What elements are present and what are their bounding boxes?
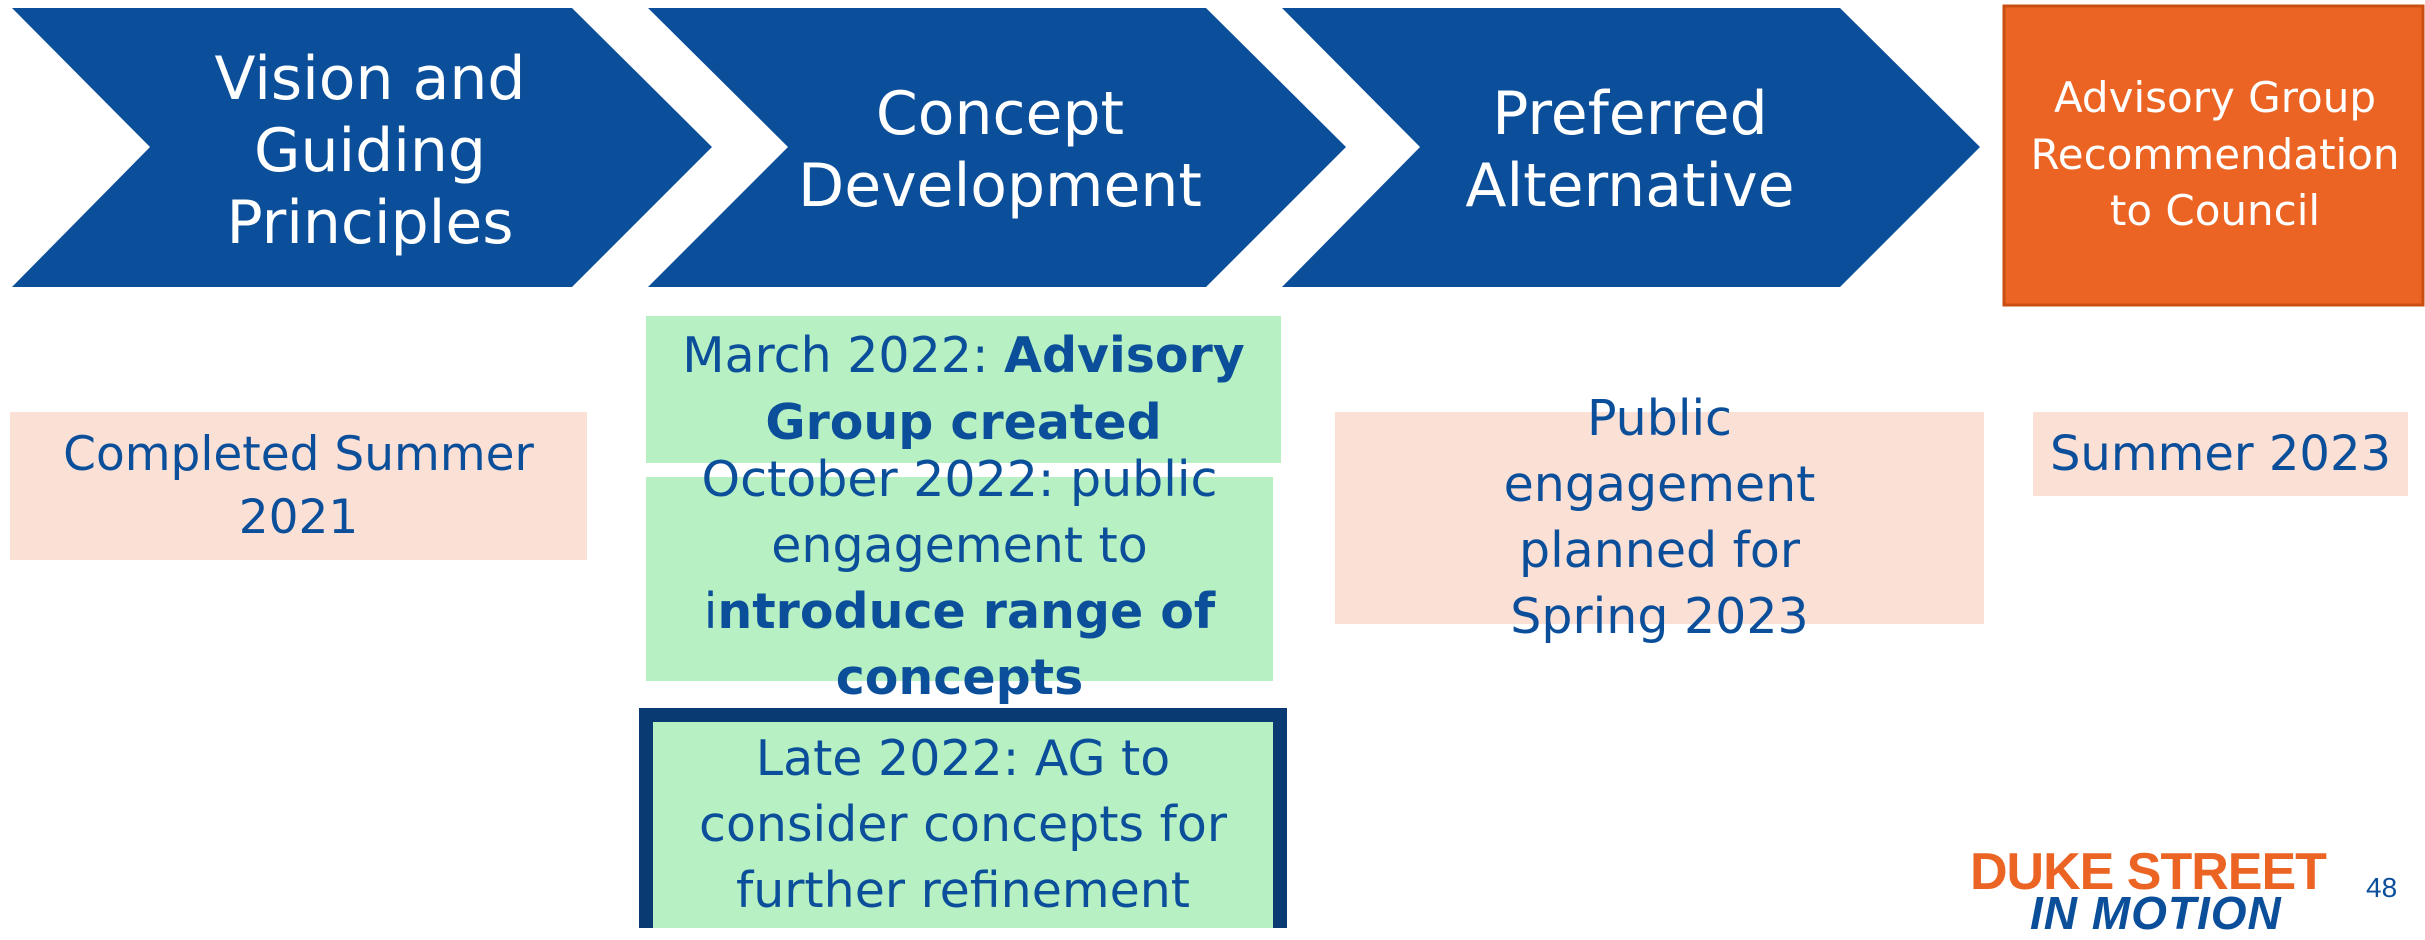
process-chevrons [12,4,2425,307]
chevron-3 [1282,8,1980,287]
logo-line-1: DUKE STREET [1970,843,2327,901]
chevron-2 [648,8,1346,287]
chevron-1 [12,8,712,287]
logo-line-2: IN MOTION [2030,887,2282,939]
final-step-box [2002,4,2425,307]
summer-note: Summer 2023 [2033,412,2408,496]
duke-street-logo: DUKE STREET IN MOTION [1970,842,2330,939]
march-note: March 2022: Advisory Group created [646,316,1281,463]
public-engagement-note: Public engagement planned for Spring 202… [1335,390,1984,645]
page-number: 48 [2366,872,2398,903]
completed-note: Completed Summer 2021 [10,412,587,560]
late-note: Late 2022: AG to consider concepts for f… [639,708,1287,928]
october-note: October 2022: public engagement to intro… [646,451,1273,706]
